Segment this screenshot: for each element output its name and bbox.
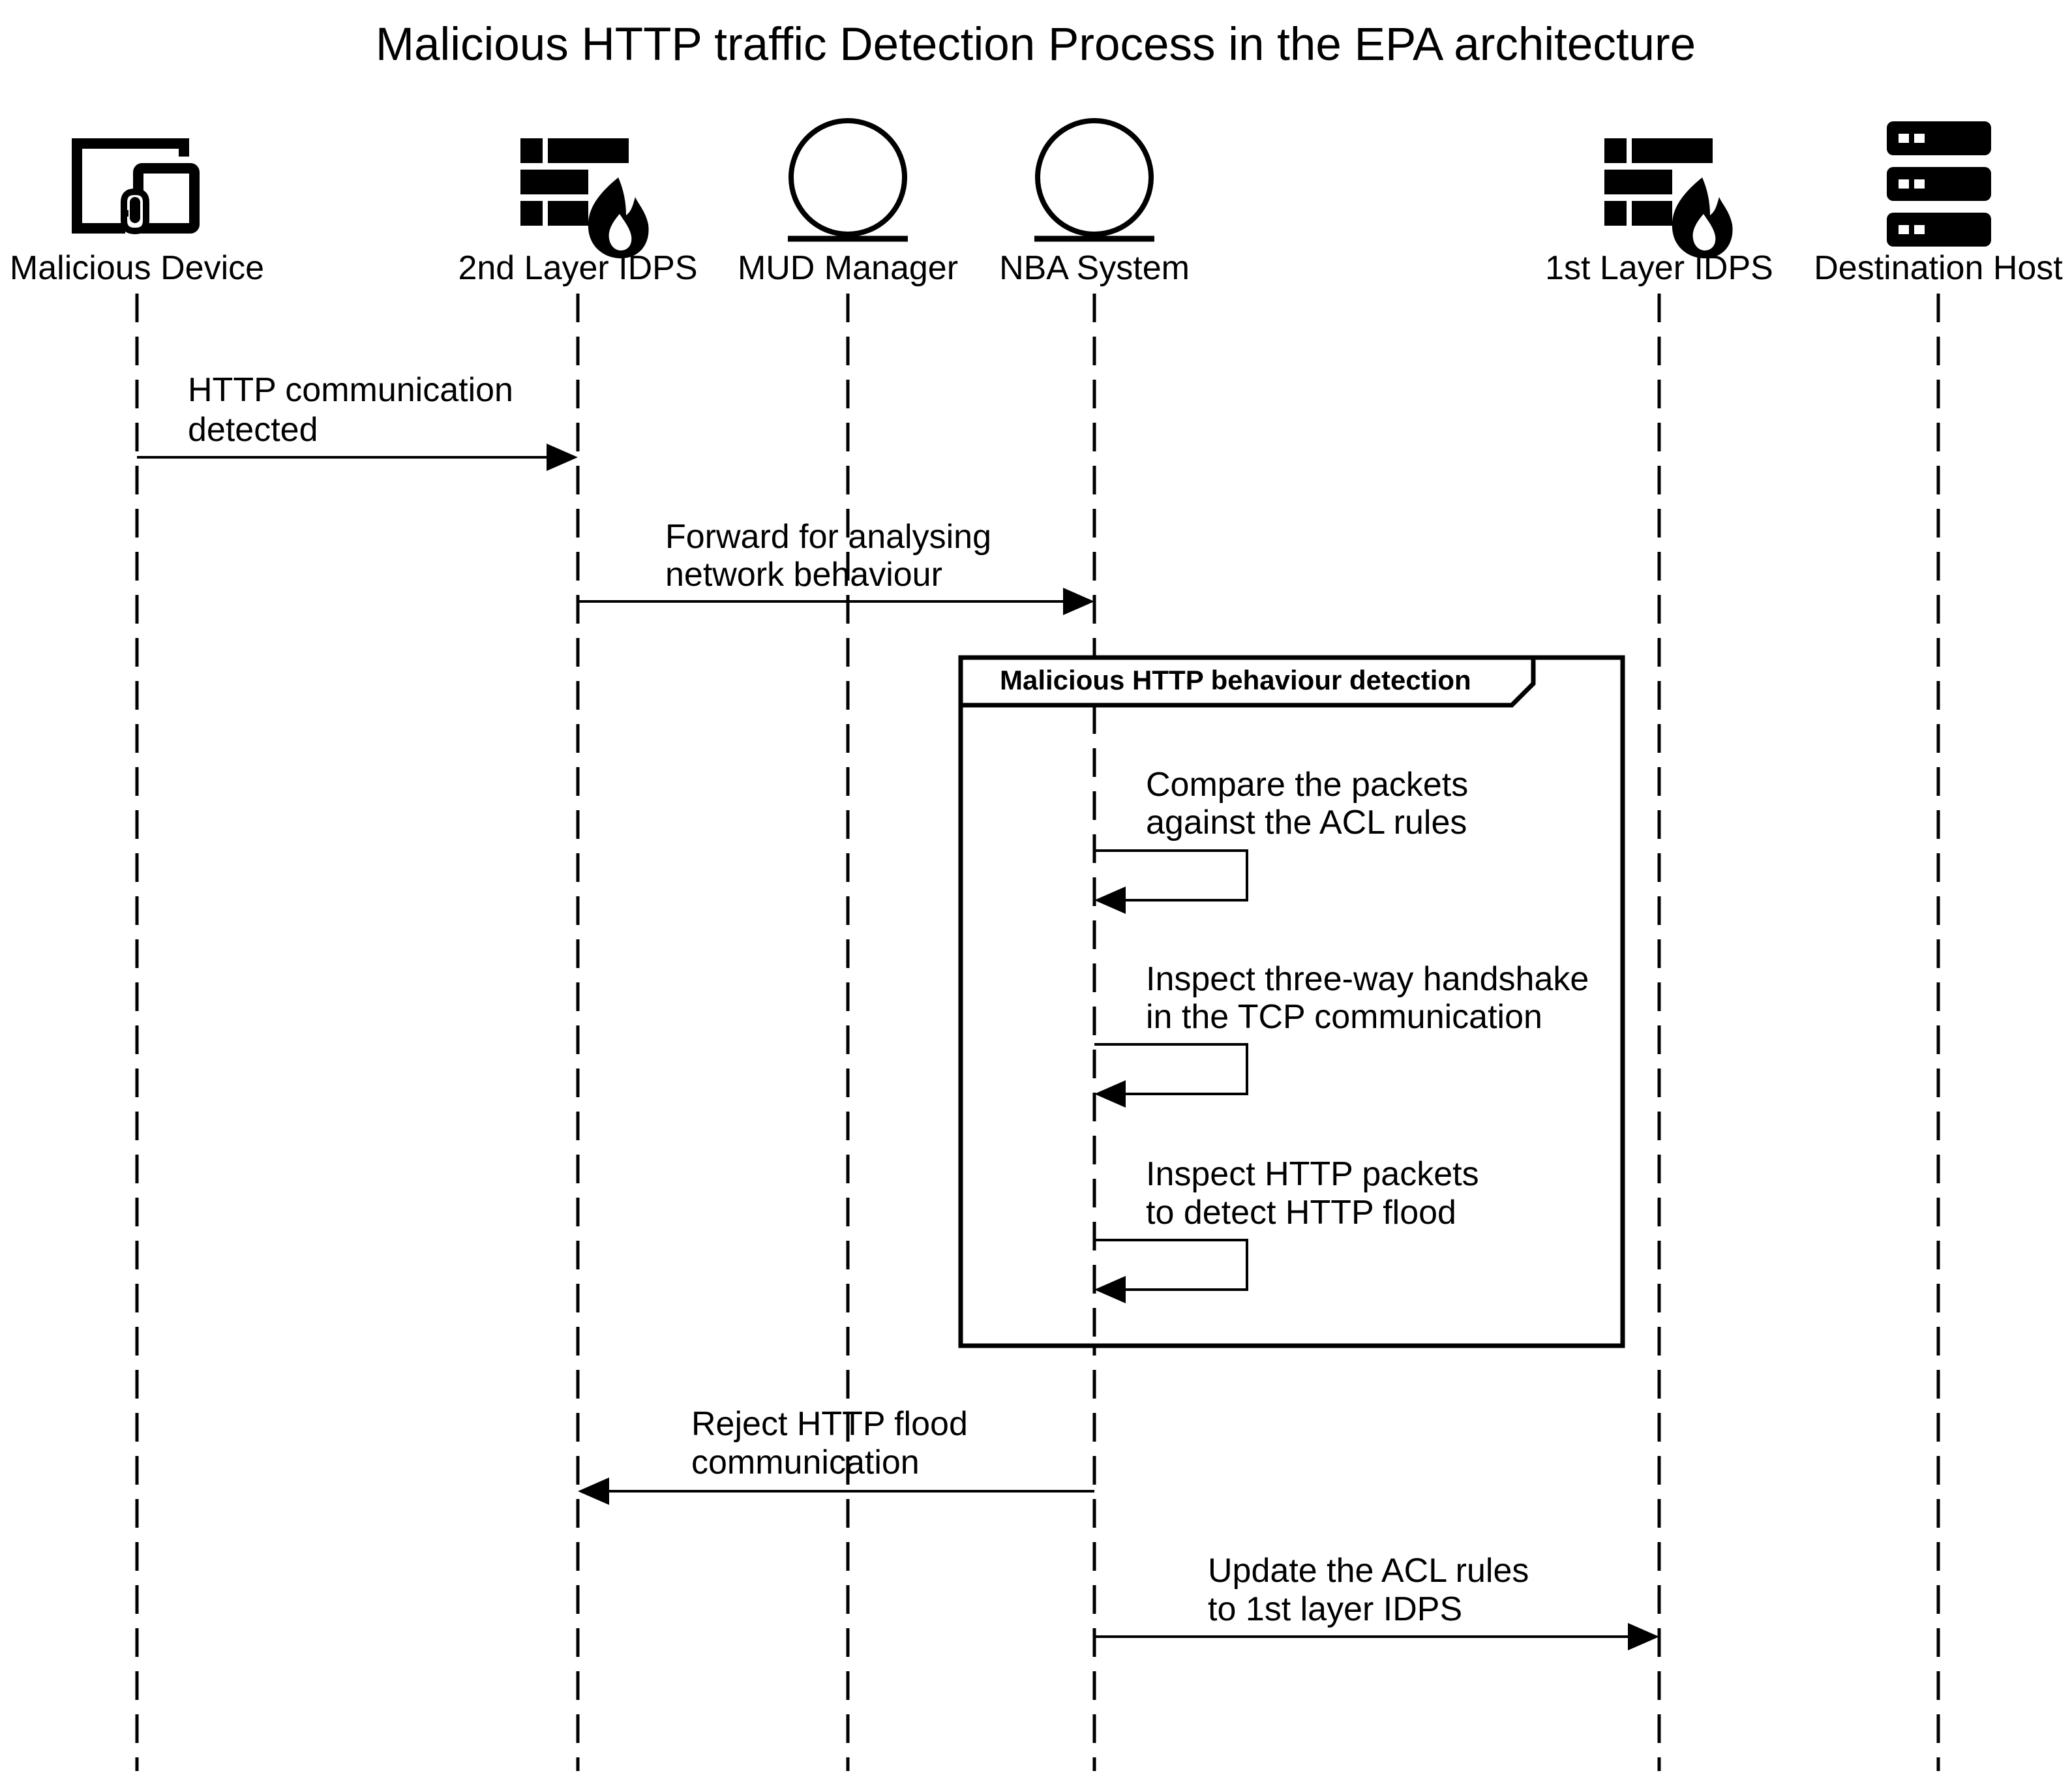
- message-label-line: Compare the packets: [1146, 766, 1468, 804]
- message-label-line: to 1st layer IDPS: [1208, 1590, 1462, 1628]
- message-label-line: network behaviour: [665, 556, 942, 594]
- entity-circle-icon: [1034, 118, 1154, 242]
- svg-text:Inspect three-way handshake: Inspect three-way handshake: [1146, 960, 1589, 998]
- device-icon: [72, 138, 200, 234]
- diagram-title: Malicious HTTP traffic Detection Process…: [376, 19, 1696, 70]
- message-label-line: Update the ACL rules: [1208, 1552, 1529, 1590]
- self-message-inspect-http-packets: Inspect HTTP packets to detect HTTP floo…: [1094, 1155, 1479, 1303]
- actor-label-malicious-device: Malicious Device: [10, 249, 264, 287]
- self-message-compare-packets: Compare the packets against the ACL rule…: [1094, 766, 1468, 914]
- firewall-icon: [1604, 138, 1733, 258]
- message-update-acl-rules: Update the ACL rules to 1st layer IDPS: [1094, 1552, 1659, 1650]
- message-label-line: Inspect HTTP packets: [1146, 1155, 1479, 1193]
- svg-text:HTTP communication: HTTP communication: [188, 371, 513, 409]
- actor-label-mud-manager: MUD Manager: [738, 249, 958, 287]
- actor-label-1st-layer-idps: 1st Layer IDPS: [1545, 249, 1773, 287]
- svg-text:network behaviour: network behaviour: [665, 556, 942, 594]
- svg-text:Inspect HTTP packets: Inspect HTTP packets: [1146, 1155, 1479, 1193]
- frame-label: Malicious HTTP behaviour detection: [1000, 665, 1471, 695]
- svg-text:detected: detected: [188, 411, 318, 449]
- svg-text:in the TCP communication: in the TCP communication: [1146, 998, 1542, 1036]
- entity-circle-icon: [788, 118, 908, 242]
- message-label-line: to detect HTTP flood: [1146, 1194, 1456, 1232]
- actor-label-nba-system: NBA System: [999, 249, 1190, 287]
- message-forward-for-analysing: Forward for analysing network behaviour: [578, 518, 1094, 615]
- svg-text:to 1st layer IDPS: to 1st layer IDPS: [1208, 1590, 1462, 1628]
- svg-text:against the ACL rules: against the ACL rules: [1146, 804, 1467, 841]
- svg-text:to detect HTTP flood: to detect HTTP flood: [1146, 1194, 1456, 1232]
- svg-text:Update the ACL rules: Update the ACL rules: [1208, 1552, 1529, 1590]
- message-label-line: Forward for analysing: [665, 518, 991, 556]
- self-message-inspect-handshake: Inspect three-way handshake in the TCP c…: [1094, 960, 1589, 1108]
- server-icon: [1887, 121, 1991, 247]
- actor-label-2nd-layer-idps: 2nd Layer IDPS: [458, 249, 697, 287]
- message-label-line: against the ACL rules: [1146, 804, 1467, 841]
- svg-text:communication: communication: [691, 1444, 920, 1481]
- message-label-line: Reject HTTP flood: [691, 1405, 968, 1443]
- svg-text:Reject HTTP flood: Reject HTTP flood: [691, 1405, 968, 1443]
- message-http-communication-detected: HTTP communication detected: [137, 371, 578, 471]
- svg-text:Forward for analysing: Forward for analysing: [665, 518, 991, 556]
- message-label-line: communication: [691, 1444, 920, 1481]
- firewall-icon: [520, 138, 649, 258]
- message-label-line: Inspect three-way handshake: [1146, 960, 1589, 998]
- message-label-line: detected: [188, 411, 318, 449]
- svg-text:Compare the packets: Compare the packets: [1146, 766, 1468, 804]
- message-reject-http-flood: Reject HTTP flood communication: [578, 1405, 1094, 1505]
- combined-fragment: Malicious HTTP behaviour detection: [958, 655, 1625, 1348]
- message-label-line: in the TCP communication: [1146, 998, 1542, 1036]
- actor-label-destination-host: Destination Host: [1814, 249, 2063, 287]
- message-label-line: HTTP communication: [188, 371, 513, 409]
